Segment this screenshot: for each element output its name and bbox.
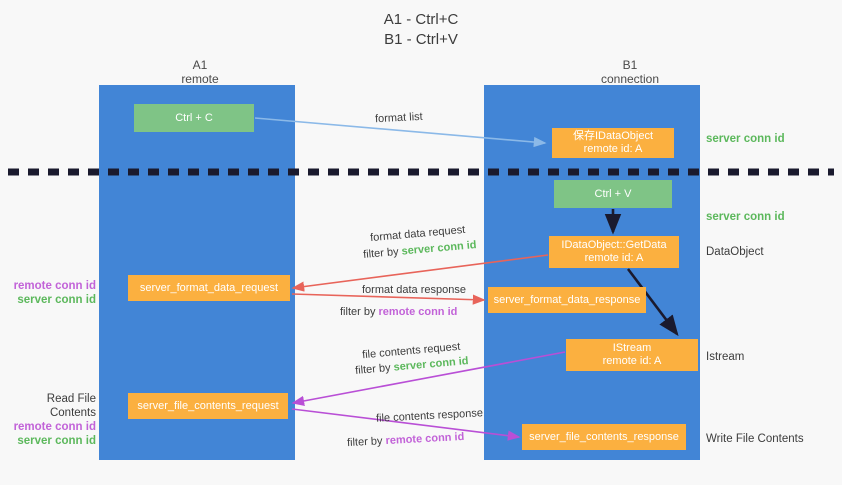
filter-prefix-3: filter by — [354, 361, 395, 377]
filter-prefix-4: filter by — [346, 435, 386, 450]
node-server-format-data-request[interactable]: server_format_data_request — [128, 275, 290, 301]
annotation-server-conn-id-top: server conn id — [706, 133, 785, 145]
annotation-remote-conn-id-1: remote conn id — [13, 280, 96, 292]
annotation-server-conn-id-2: server conn id — [17, 435, 96, 447]
annotation-server-conn-id-mid: server conn id — [706, 211, 785, 223]
node-ctrl-v[interactable]: Ctrl + V — [554, 180, 672, 208]
node-istream-line1: IStream — [612, 342, 652, 354]
filter-remote-conn-id-1: remote conn id — [378, 306, 458, 318]
column-b1-name: B1 — [622, 58, 638, 72]
annotation-left-conn-ids-lower: Read File Contents remote conn id server… — [6, 392, 96, 448]
node-ctrl-c[interactable]: Ctrl + C — [134, 104, 254, 132]
column-a1-sub: remote — [181, 72, 219, 86]
node-server-format-data-response[interactable]: server_format_data_response — [488, 287, 646, 313]
title-line-1: A1 - Ctrl+C — [383, 11, 459, 28]
annotation-read-file-contents: Read File Contents — [46, 393, 96, 419]
column-header-a1: A1 remote — [120, 58, 280, 86]
filter-server-conn-id-1: server conn id — [401, 239, 478, 258]
node-getdata-line2: remote id: A — [584, 252, 644, 264]
node-ctrl-v-label: Ctrl + V — [594, 187, 632, 200]
node-save-idataobject[interactable]: 保存IDataObject remote id: A — [552, 128, 674, 158]
page-title: A1 - Ctrl+C B1 - Ctrl+V — [0, 10, 842, 50]
column-b1-sub: connection — [600, 72, 660, 86]
annotation-istream: Istream — [706, 351, 745, 363]
annotation-remote-conn-id-2: remote conn id — [13, 421, 96, 433]
node-istream[interactable]: IStream remote id: A — [566, 339, 698, 371]
node-getdata-line1: IDataObject::GetData — [561, 239, 667, 251]
node-idataobject-getdata[interactable]: IDataObject::GetData remote id: A — [549, 236, 679, 268]
column-a1-name: A1 — [192, 58, 208, 72]
annotation-server-conn-id-1: server conn id — [17, 294, 96, 306]
filter-remote-conn-id-2: remote conn id — [385, 430, 465, 448]
filter-prefix-2: filter by — [340, 306, 379, 318]
node-server-file-contents-request[interactable]: server_file_contents_request — [128, 393, 288, 419]
node-ctrl-c-label: Ctrl + C — [175, 111, 213, 124]
node-server-file-contents-request-label: server_file_contents_request — [137, 400, 279, 412]
arrow-label-file-contents-response: file contents response — [375, 407, 484, 425]
node-istream-line2: remote id: A — [602, 355, 662, 367]
title-line-2: B1 - Ctrl+V — [384, 31, 458, 48]
arrow-label-format-data-response: format data response — [362, 284, 466, 296]
annotation-left-conn-ids-upper: remote conn id server conn id — [10, 279, 96, 307]
arrow-label-filter-format-data-response: filter by remote conn id — [340, 306, 457, 318]
node-server-format-data-request-label: server_format_data_request — [139, 281, 279, 294]
node-save-idataobject-line2: remote id: A — [583, 143, 643, 155]
annotation-write-file-contents: Write File Contents — [706, 433, 804, 445]
node-server-file-contents-response-label: server_file_contents_response — [529, 430, 679, 443]
filter-prefix-1: filter by — [362, 245, 403, 261]
annotation-dataobject: DataObject — [706, 246, 764, 258]
filter-server-conn-id-2: server conn id — [393, 355, 470, 374]
arrow-label-filter-file-contents-response: filter by remote conn id — [347, 431, 465, 449]
node-server-file-contents-response[interactable]: server_file_contents_response — [522, 424, 686, 450]
node-server-format-data-response-label: server_format_data_response — [493, 293, 641, 306]
arrow-label-format-list: format list — [374, 110, 423, 126]
column-header-b1: B1 connection — [545, 58, 715, 86]
node-save-idataobject-line1: 保存IDataObject — [572, 130, 654, 142]
